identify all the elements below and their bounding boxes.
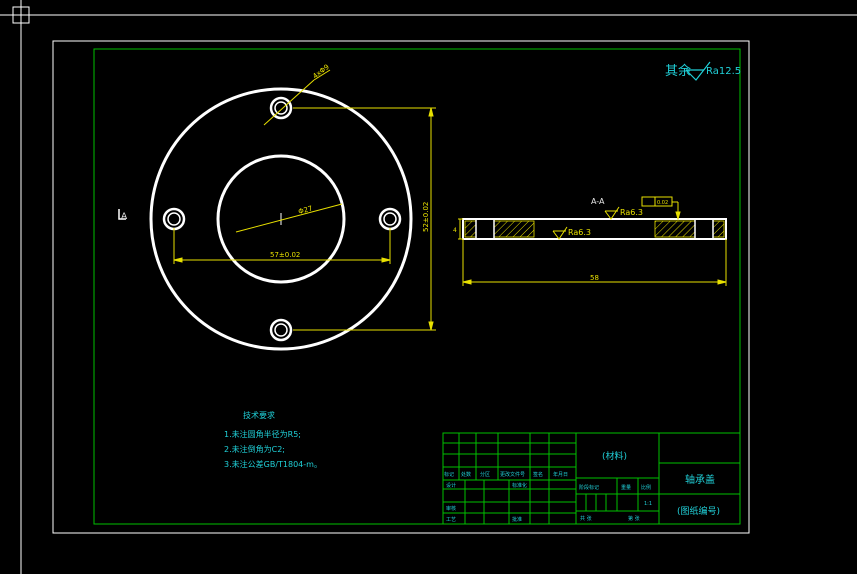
outer-flange-circle bbox=[149, 87, 413, 351]
title-block-text: (材料) 轴承盖 (图纸编号) 标记 处数 分区 更改文件号 签名 年月日 设计… bbox=[444, 450, 720, 523]
bolt-hole-bottom bbox=[269, 318, 293, 342]
svg-text:工艺: 工艺 bbox=[446, 517, 456, 523]
svg-text:第 张: 第 张 bbox=[628, 515, 640, 522]
svg-text:1.未注圆角半径为R5;: 1.未注圆角半径为R5; bbox=[224, 429, 301, 439]
svg-text:处数: 处数 bbox=[461, 471, 471, 478]
svg-text:轴承盖: 轴承盖 bbox=[685, 473, 715, 486]
svg-text:更改文件号: 更改文件号 bbox=[500, 471, 525, 478]
svg-text:Ra12.5: Ra12.5 bbox=[706, 66, 741, 77]
svg-text:其余: 其余 bbox=[665, 63, 691, 79]
svg-text:审核: 审核 bbox=[446, 505, 456, 512]
bolt-hole-right bbox=[378, 207, 402, 231]
svg-text:1:1: 1:1 bbox=[644, 501, 652, 507]
front-view-dimensions bbox=[173, 69, 436, 331]
general-roughness-note: 其余 Ra12.5 bbox=[665, 61, 741, 81]
section-annotations bbox=[458, 196, 727, 286]
pcd-horizontal-label: 57±0.02 bbox=[270, 251, 300, 259]
svg-text:分区: 分区 bbox=[480, 471, 490, 478]
tolerance-frame-value: 0.02 bbox=[657, 200, 668, 206]
svg-text:年月日: 年月日 bbox=[553, 471, 568, 478]
drawing-frame bbox=[93, 48, 741, 525]
section-roughness-top: Ra6.3 bbox=[620, 208, 643, 217]
svg-text:技术要求: 技术要求 bbox=[243, 410, 275, 420]
svg-text:标记: 标记 bbox=[444, 471, 454, 478]
svg-text:(材料): (材料) bbox=[602, 450, 627, 462]
svg-text:签名: 签名 bbox=[533, 471, 543, 478]
pcd-vertical-label: 52±0.02 bbox=[422, 202, 430, 232]
bolt-hole-top bbox=[269, 96, 293, 120]
bolt-hole-left bbox=[162, 207, 186, 231]
svg-text:A: A bbox=[121, 212, 128, 222]
svg-text:阶段标记: 阶段标记 bbox=[579, 484, 599, 491]
tech-requirements: 技术要求 1.未注圆角半径为R5; 2.未注倒角为C2; 3.未注公差GB/T1… bbox=[224, 410, 322, 469]
section-view: A-A bbox=[462, 197, 727, 240]
thickness-label: 4 bbox=[453, 227, 457, 234]
svg-text:批准: 批准 bbox=[512, 516, 522, 523]
svg-text:比例: 比例 bbox=[641, 484, 651, 491]
svg-text:(图纸编号): (图纸编号) bbox=[677, 505, 720, 517]
svg-text:3.未注公差GB/T1804-m。: 3.未注公差GB/T1804-m。 bbox=[224, 459, 322, 469]
section-roughness-inner: Ra6.3 bbox=[568, 228, 591, 237]
section-marker-left: A bbox=[118, 209, 128, 222]
svg-text:标准化: 标准化 bbox=[512, 482, 527, 489]
svg-text:重量: 重量 bbox=[621, 484, 631, 491]
sheet-border bbox=[52, 40, 750, 534]
svg-text:共 张: 共 张 bbox=[580, 515, 592, 522]
center-bore-circle bbox=[216, 154, 346, 284]
front-view: A bbox=[118, 87, 413, 351]
overall-length-label: 58 bbox=[590, 274, 599, 282]
svg-text:设计: 设计 bbox=[446, 482, 456, 489]
bore-dia-label: Φ27 bbox=[297, 204, 313, 215]
svg-text:A-A: A-A bbox=[591, 197, 605, 206]
svg-text:2.未注倒角为C2;: 2.未注倒角为C2; bbox=[224, 444, 285, 454]
title-block bbox=[442, 432, 741, 525]
